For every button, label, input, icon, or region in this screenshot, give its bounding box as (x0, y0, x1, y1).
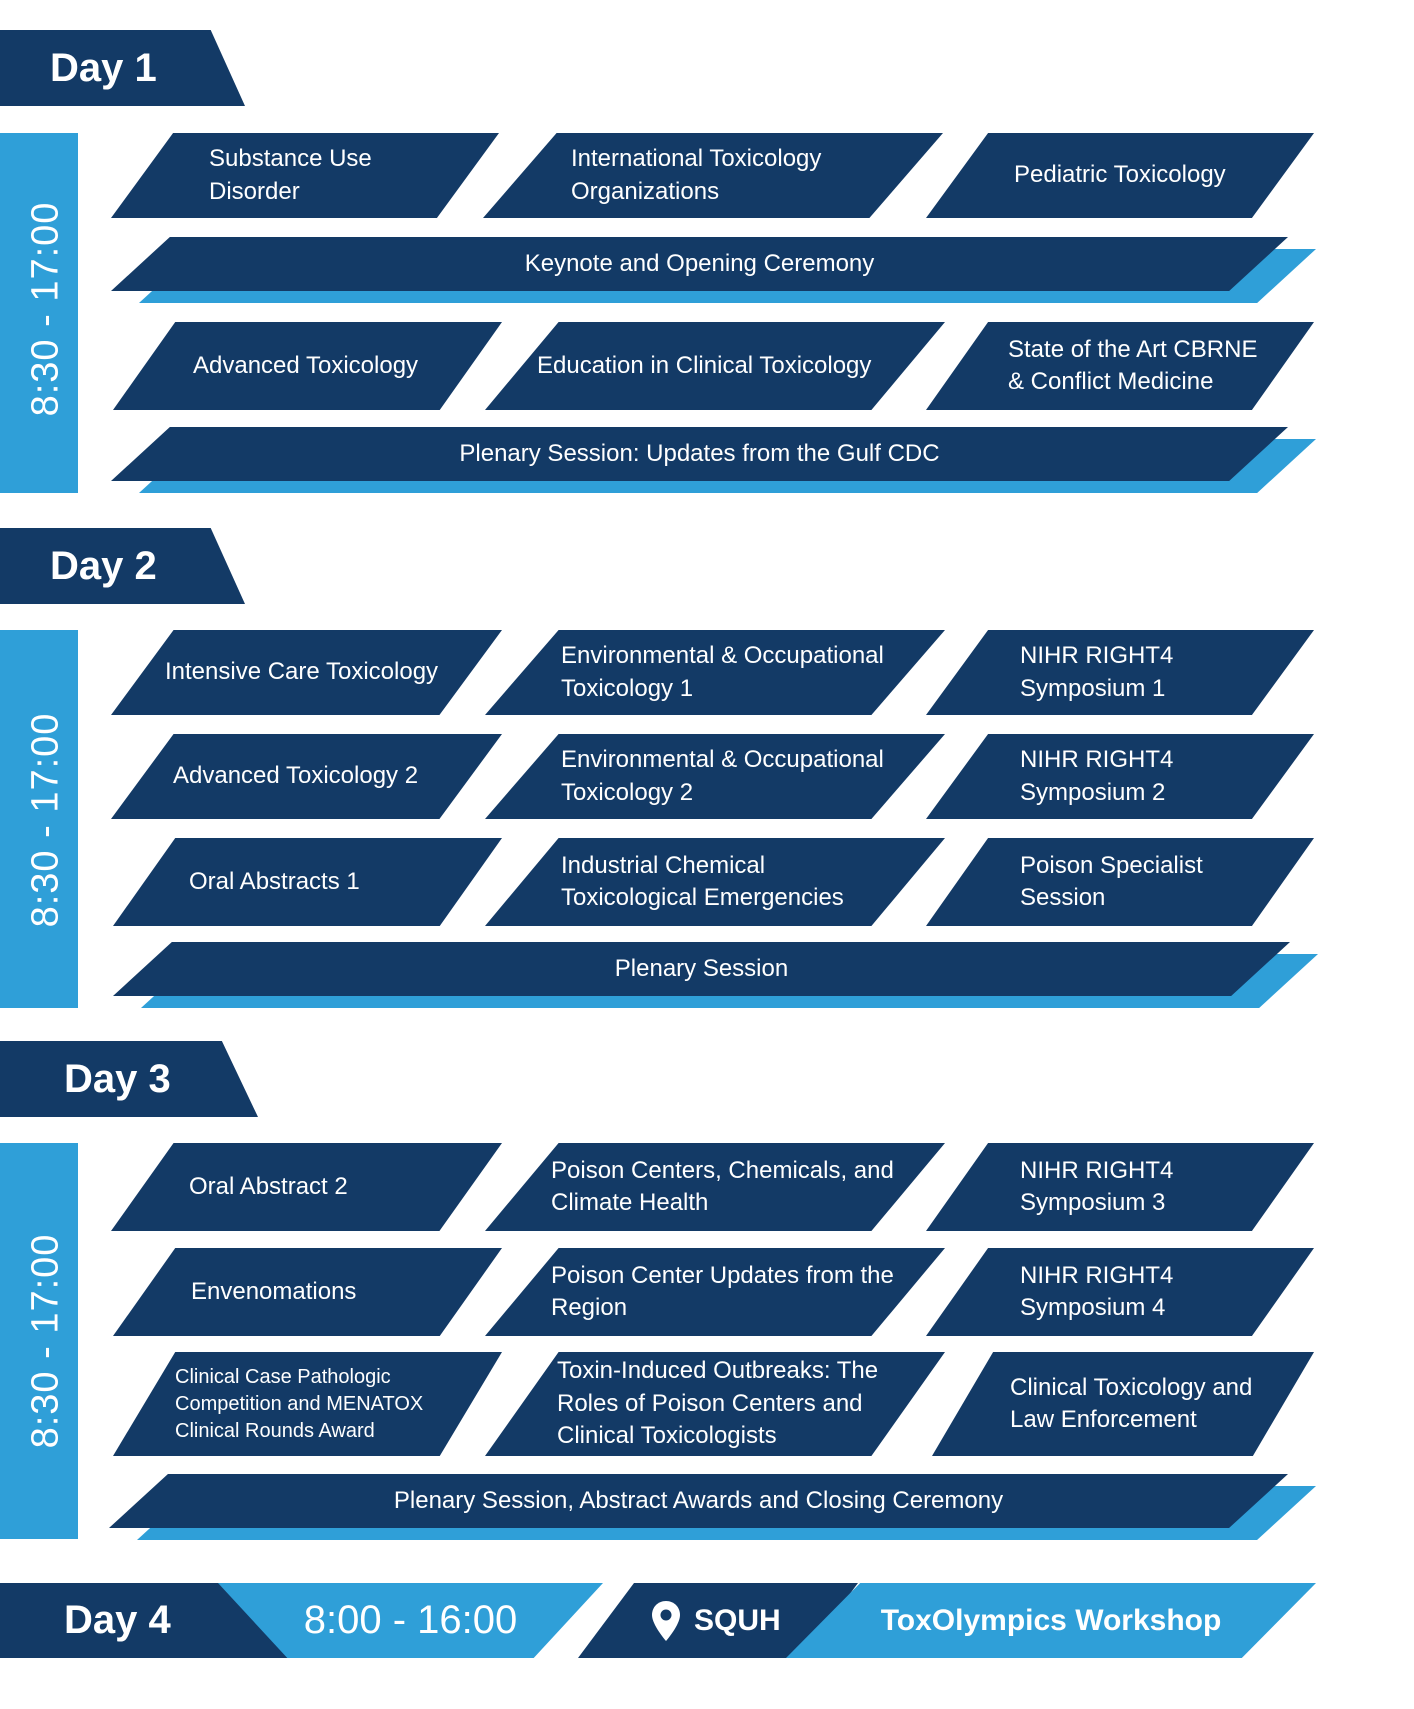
card-text: Poison Center Updates from the (551, 1261, 894, 1289)
session-card[interactable]: Advanced Toxicology 2 (111, 734, 502, 819)
day1-time-bar (0, 133, 78, 493)
session-card[interactable]: Oral Abstracts 1 (113, 838, 502, 926)
day1-tab: Day 1 (0, 30, 245, 106)
day2-time: 8:30 - 17:00 (24, 712, 67, 928)
session-card[interactable]: Pediatric Toxicology (926, 133, 1314, 218)
bar-main: Keynote and Opening Ceremony (111, 237, 1288, 291)
card-text: Toxicological Emergencies (561, 884, 844, 911)
day2-tab: Day 2 (0, 528, 245, 604)
day1-time: 8:30 - 17:00 (24, 201, 67, 417)
workshop-label: ToxOlympics Workshop (880, 1603, 1222, 1637)
card-text: International Toxicology (571, 145, 822, 173)
day2-time-bar (0, 630, 78, 1008)
day4-time: 8:00 - 16:00 (303, 1598, 518, 1642)
card-text: Clinical Toxicology and (1010, 1373, 1253, 1401)
card-text: Toxicology 2 (561, 778, 694, 806)
day4-workshop[interactable]: ToxOlympics Workshop (786, 1583, 1316, 1658)
location-label: SQUH (694, 1603, 781, 1637)
bar-label: Plenary Session (614, 955, 789, 982)
card-text: Advanced Toxicology (193, 351, 419, 379)
card-text: Toxin-Induced Outbreaks: The (557, 1357, 879, 1385)
card-text: Toxicology 1 (561, 674, 694, 702)
bar-main: Plenary Session: Updates from the Gulf C… (111, 427, 1288, 481)
session-card[interactable]: Envenomations (113, 1248, 502, 1336)
card-text: Education in Clinical Toxicology (537, 351, 872, 379)
card-text: Organizations (571, 177, 720, 205)
card-text: NIHR RIGHT4 (1020, 642, 1174, 670)
card-text: Oral Abstracts 1 (189, 867, 360, 895)
day2-label: Day 2 (50, 543, 157, 588)
bar-label: Keynote and Opening Ceremony (524, 250, 875, 277)
card-text: Session (1020, 884, 1106, 911)
session-card[interactable]: Education in Clinical Toxicology (485, 322, 945, 410)
card-text: Poison Centers, Chemicals, and (551, 1156, 894, 1184)
card-text: Law Enforcement (1010, 1406, 1197, 1433)
card-text: Substance Use (209, 145, 372, 173)
card-text: Environmental & Occupational (561, 746, 884, 774)
session-card[interactable]: State of the Art CBRNE & Conflict Medicin… (926, 322, 1314, 410)
session-card[interactable]: Intensive Care Toxicology (111, 630, 502, 715)
session-card[interactable]: Oral Abstract 2 (111, 1143, 502, 1231)
card-text: & Conflict Medicine (1008, 368, 1214, 395)
bar-main: Plenary Session, Abstract Awards and Clo… (109, 1474, 1288, 1528)
card-text: Symposium 4 (1020, 1294, 1166, 1321)
card-text: Intensive Care Toxicology (165, 658, 439, 686)
card-text: Symposium 3 (1020, 1189, 1166, 1216)
card-text: Region (551, 1294, 628, 1321)
card-text: Disorder (209, 177, 300, 205)
day4-time-block: 8:00 - 16:00 (218, 1583, 603, 1658)
plenary-bar: Plenary Session: Updates from the Gulf C… (111, 427, 1316, 493)
card-text: Industrial Chemical (561, 851, 766, 879)
session-card[interactable]: Advanced Toxicology (113, 322, 502, 410)
plenary-bar: Plenary Session (113, 942, 1318, 1008)
card-text: Clinical Case Pathologic (175, 1365, 391, 1388)
card-text: Oral Abstract 2 (189, 1172, 348, 1200)
card-text: Competition and MENATOX (175, 1392, 424, 1415)
card-text: Pediatric Toxicology (1014, 161, 1226, 189)
day4-label: Day 4 (64, 1598, 171, 1642)
day3-time-bar (0, 1143, 78, 1539)
card-text: Roles of Poison Centers and (557, 1389, 863, 1417)
day3-time: 8:30 - 17:00 (24, 1233, 67, 1449)
day1-label: Day 1 (50, 45, 157, 90)
bar-label: Plenary Session, Abstract Awards and Clo… (393, 1487, 1004, 1514)
card-text: Environmental & Occupational (561, 642, 884, 670)
card-text: NIHR RIGHT4 (1020, 1156, 1174, 1184)
map-pin-icon (652, 1600, 680, 1641)
plenary-bar: Plenary Session, Abstract Awards and Clo… (109, 1474, 1316, 1540)
card-text: Climate Health (551, 1189, 709, 1216)
bar-main: Plenary Session (113, 942, 1290, 996)
card-text: Clinical Toxicologists (557, 1422, 777, 1450)
day3-label: Day 3 (64, 1056, 171, 1101)
day4-location: SQUH (578, 1583, 858, 1658)
card-text: Symposium 1 (1020, 674, 1166, 702)
card-text: Clinical Rounds Award (175, 1419, 375, 1442)
card-text: Advanced Toxicology 2 (173, 762, 419, 790)
card-text: Envenomations (191, 1277, 357, 1305)
card-text: Symposium 2 (1020, 778, 1166, 806)
card-text: Poison Specialist (1020, 851, 1203, 879)
card-text: NIHR RIGHT4 (1020, 1261, 1174, 1289)
plenary-bar: Keynote and Opening Ceremony (111, 237, 1316, 303)
card-text: State of the Art CBRNE (1008, 335, 1258, 363)
card-text: NIHR RIGHT4 (1020, 746, 1174, 774)
day3-tab: Day 3 (0, 1041, 258, 1117)
bar-label: Plenary Session: Updates from the Gulf C… (459, 440, 940, 467)
